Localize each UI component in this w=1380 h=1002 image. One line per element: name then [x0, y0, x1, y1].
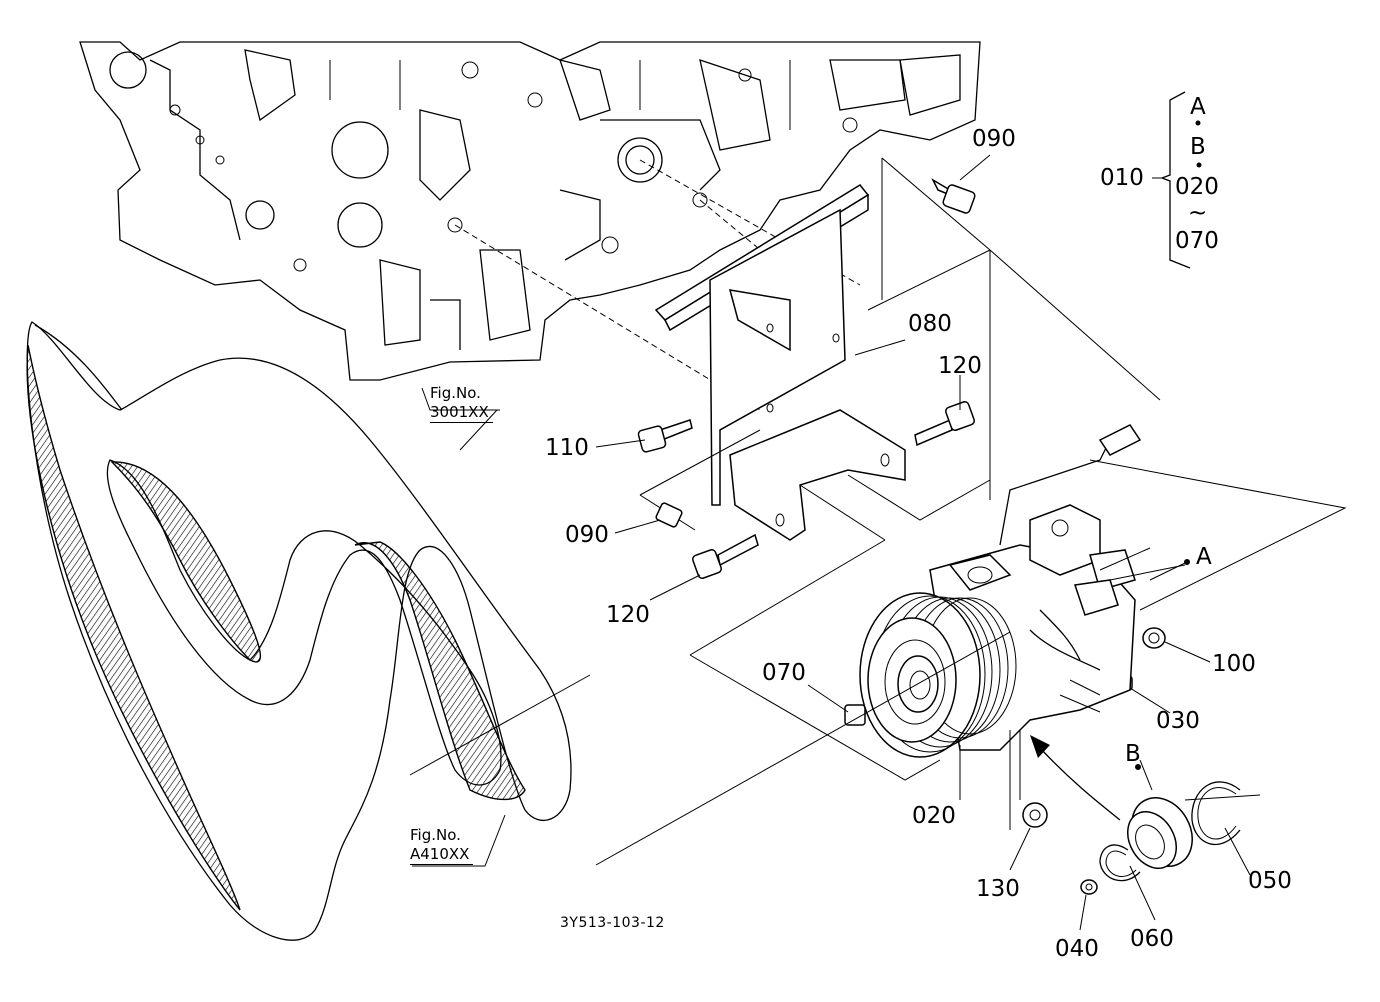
callout-mark-A: A: [1196, 544, 1212, 570]
bolt-110: [637, 419, 693, 453]
bolt-120-top: [914, 400, 976, 447]
callout-080: 080: [908, 311, 952, 337]
nut-130: [1022, 802, 1048, 828]
callout-060: 060: [1130, 926, 1174, 952]
snap-ring-050: [1191, 781, 1241, 846]
drawing-code: 3Y513-103-12: [560, 915, 665, 931]
marker-dot-B: [1135, 764, 1141, 770]
bolt-090-top: [931, 178, 976, 214]
callout-020: 020: [912, 803, 956, 829]
callout-050: 050: [1248, 868, 1292, 894]
bearing-B: [1127, 797, 1193, 869]
callout-100: 100: [1212, 651, 1256, 677]
nut-070: [844, 704, 866, 726]
callout-mark-B: B: [1125, 741, 1141, 767]
bolt-parts: [637, 178, 1166, 828]
compressor-drawing: [859, 424, 1186, 758]
marker-dot-A: [1184, 559, 1190, 565]
washer-040: [1080, 879, 1098, 895]
group-dot-2: [1196, 162, 1202, 168]
callout-040: 040: [1055, 936, 1099, 962]
callout-120-top: 120: [938, 353, 982, 379]
callout-130: 130: [976, 876, 1020, 902]
callout-110: 110: [545, 435, 589, 461]
callout-120-bottom: 120: [606, 602, 650, 628]
group-item-070: 070: [1175, 228, 1219, 254]
group-item-020: 020: [1175, 174, 1219, 200]
callout-leaders: [412, 91, 1251, 931]
fig-ref-engine: Fig.No. 3001XX: [430, 384, 493, 423]
engine-block-drawing: [79, 41, 981, 411]
callout-030: 030: [1156, 708, 1200, 734]
callout-070: 070: [762, 660, 806, 686]
fig-ref-belt-line1: Fig.No.: [410, 826, 461, 844]
fig-ref-belt-line2: A410XX: [410, 845, 474, 865]
snap-ring-060: [1099, 844, 1141, 882]
fig-ref-belt: Fig.No. A410XX: [410, 826, 474, 865]
bolt-090-mid: [655, 502, 683, 528]
fig-ref-engine-line2: 3001XX: [430, 403, 493, 423]
group-item-A: A: [1190, 94, 1206, 120]
group-item-B: B: [1190, 134, 1206, 160]
washer-100: [1142, 627, 1166, 649]
bolt-120-bottom: [691, 533, 759, 580]
clutch-parts: [595, 249, 1347, 895]
fig-ref-engine-line1: Fig.No.: [430, 384, 481, 402]
callout-010: 010: [1100, 165, 1144, 191]
group-range-mark: ~: [1188, 200, 1208, 226]
callout-090-mid: 090: [565, 522, 609, 548]
drive-belt-drawing: [26, 321, 591, 941]
callout-090-top: 090: [972, 126, 1016, 152]
group-dot-1: [1195, 120, 1201, 126]
